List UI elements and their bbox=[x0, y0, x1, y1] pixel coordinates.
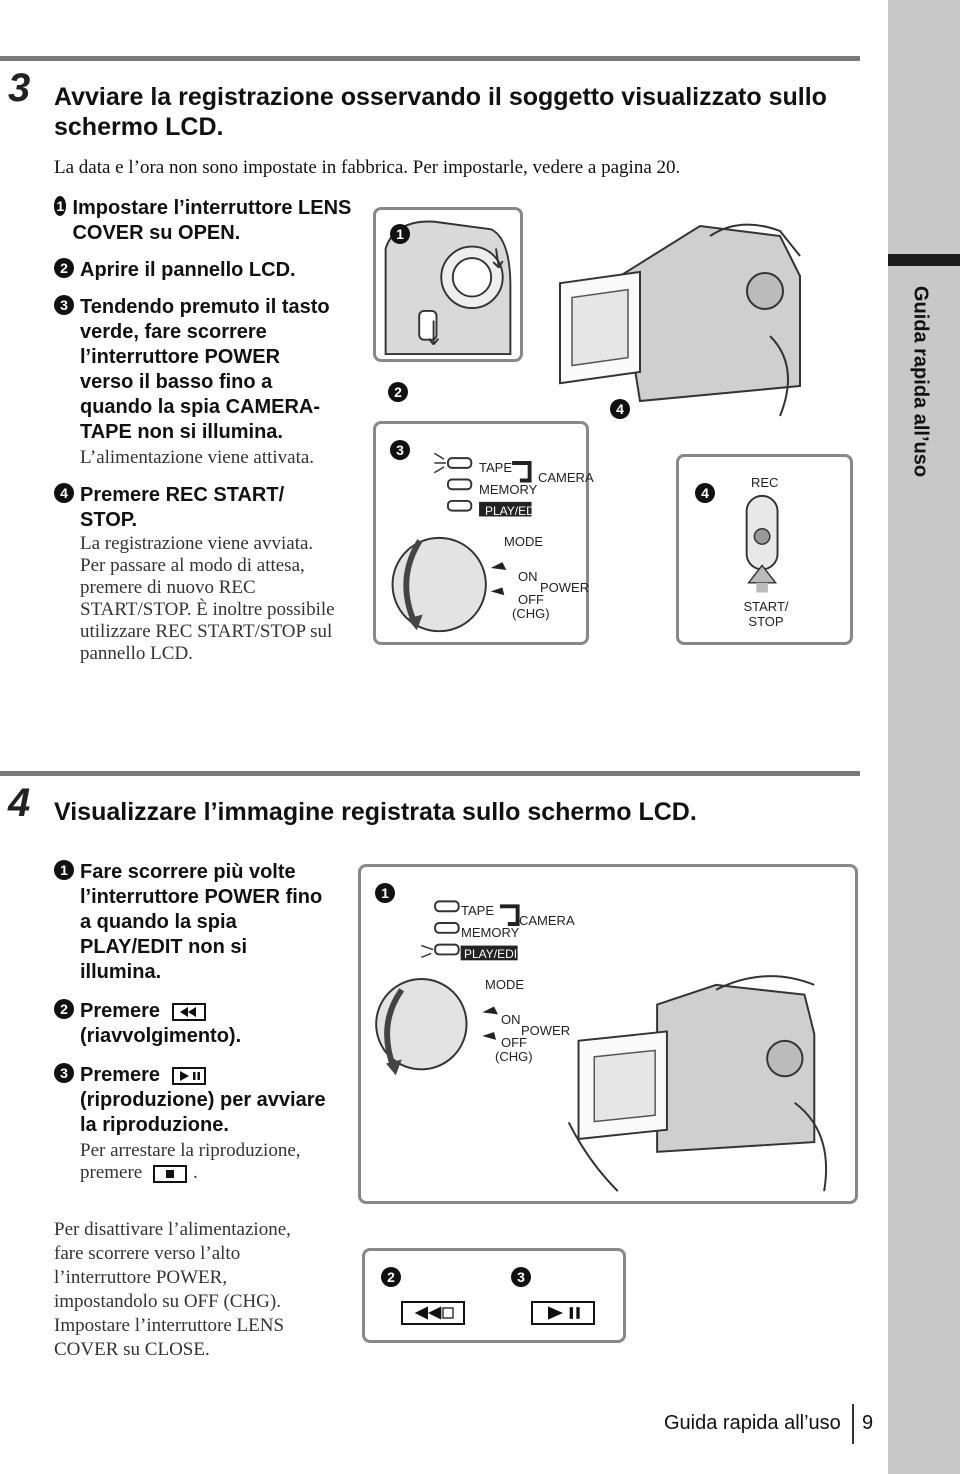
callout-4b: 4 bbox=[695, 483, 715, 503]
label-mode: MODE bbox=[504, 534, 543, 549]
playback-buttons-illustration: 2 3 bbox=[362, 1248, 626, 1343]
step-3-2: 2 Aprire il pannello LCD. bbox=[54, 258, 354, 283]
label-camera: CAMERA bbox=[538, 470, 594, 485]
section-4-steps: 1 Fare scorrere più volte l’interruttore… bbox=[54, 860, 354, 1184]
step-note: Per arrestare la riproduzione, premere . bbox=[80, 1140, 301, 1183]
label-off: OFF bbox=[501, 1035, 527, 1050]
label-play-edit: PLAY/EDIT bbox=[464, 947, 525, 961]
section-4-number: 4 bbox=[8, 781, 31, 825]
step-number: 4 bbox=[54, 483, 74, 503]
step-number: 1 bbox=[54, 196, 67, 216]
step-number: 2 bbox=[54, 999, 74, 1019]
label-tape: TAPE bbox=[461, 903, 494, 918]
rewind-button[interactable] bbox=[401, 1301, 465, 1325]
callout-4: 4 bbox=[610, 399, 630, 419]
callout-2: 2 bbox=[388, 382, 408, 402]
step-number: 1 bbox=[54, 860, 74, 880]
rec-button-illustration: 4 REC START/ STOP bbox=[676, 454, 853, 645]
label-power: POWER bbox=[521, 1023, 571, 1038]
play-pause-icon bbox=[171, 1066, 206, 1085]
section-3-rule bbox=[0, 56, 860, 61]
callout-3: 3 bbox=[511, 1267, 531, 1287]
label-rec: REC bbox=[751, 475, 779, 490]
power-switch-illustration: 3 TAPE MEMORY PLAY/EDIT CAMERA MODE ON P… bbox=[373, 421, 594, 645]
step-number: 3 bbox=[54, 1063, 74, 1083]
step-number: 2 bbox=[54, 258, 74, 278]
callout-3: 3 bbox=[390, 440, 410, 460]
section-3-number: 3 bbox=[8, 66, 31, 110]
section-4-title: Visualizzare l’immagine registrata sullo… bbox=[54, 798, 697, 826]
label-chg: (CHG) bbox=[495, 1049, 533, 1064]
step-4-2: 2 Premere (riavvolgimento). bbox=[54, 999, 354, 1049]
label-power: POWER bbox=[540, 580, 590, 595]
step-3-3: 3 Tendendo premuto il tasto verde, fare … bbox=[54, 295, 354, 469]
camcorder-lcd-illustration: 2 4 bbox=[388, 216, 830, 426]
play-pause-button[interactable] bbox=[531, 1301, 595, 1325]
section-3-title: Avviare la registrazione osservando il s… bbox=[54, 83, 827, 141]
label-memory: MEMORY bbox=[479, 482, 538, 497]
rewind-icon bbox=[171, 1002, 206, 1021]
label-on: ON bbox=[501, 1012, 521, 1027]
footer-section-label: Guida rapida all’uso bbox=[664, 1412, 841, 1434]
step-3-1: 1 Impostare l’interruttore LENS COVER su… bbox=[54, 196, 354, 246]
label-on: ON bbox=[518, 569, 538, 584]
stop-icon bbox=[152, 1164, 187, 1183]
sidebar-tab-marker bbox=[888, 254, 960, 266]
footer-divider bbox=[852, 1404, 854, 1444]
label-camera: CAMERA bbox=[519, 913, 575, 928]
section-4-rule bbox=[0, 771, 860, 776]
step-number: 3 bbox=[54, 295, 74, 315]
label-chg: (CHG) bbox=[512, 606, 550, 621]
step-4-1: 1 Fare scorrere più volte l’interruttore… bbox=[54, 860, 354, 985]
power-off-note: Per disattivare l’alimentazione, fare sc… bbox=[54, 1219, 291, 1360]
label-tape: TAPE bbox=[479, 460, 512, 475]
step-3-4: 4 Premere REC START/ STOP. La registrazi… bbox=[54, 483, 354, 665]
label-memory: MEMORY bbox=[461, 925, 520, 940]
label-off: OFF bbox=[518, 592, 544, 607]
step-note: La registrazione viene avviata. Per pass… bbox=[80, 533, 335, 664]
callout-1: 1 bbox=[390, 224, 410, 244]
callout-2: 2 bbox=[381, 1267, 401, 1287]
lens-cover-illustration: 1 bbox=[373, 207, 523, 362]
step-note: L’alimentazione viene attivata. bbox=[80, 447, 315, 468]
sidebar-label: Guida rapida all’uso bbox=[909, 285, 932, 478]
step-4-3: 3 Premere (riproduzione) per avviare la … bbox=[54, 1063, 354, 1184]
playback-illustration: 1 TAPE MEMORY PLAY/EDIT CAMERA MODE ON P… bbox=[358, 864, 858, 1204]
section-3-steps: 1 Impostare l’interruttore LENS COVER su… bbox=[54, 196, 354, 665]
callout-1: 1 bbox=[375, 883, 395, 903]
section-3-intro: La data e l’ora non sono impostate in fa… bbox=[54, 157, 681, 178]
label-start-stop: START/ STOP bbox=[743, 599, 789, 629]
page-number: 9 bbox=[862, 1412, 874, 1434]
sidebar bbox=[888, 0, 960, 1474]
label-play-edit: PLAY/EDIT bbox=[485, 504, 546, 518]
label-mode: MODE bbox=[485, 977, 524, 992]
